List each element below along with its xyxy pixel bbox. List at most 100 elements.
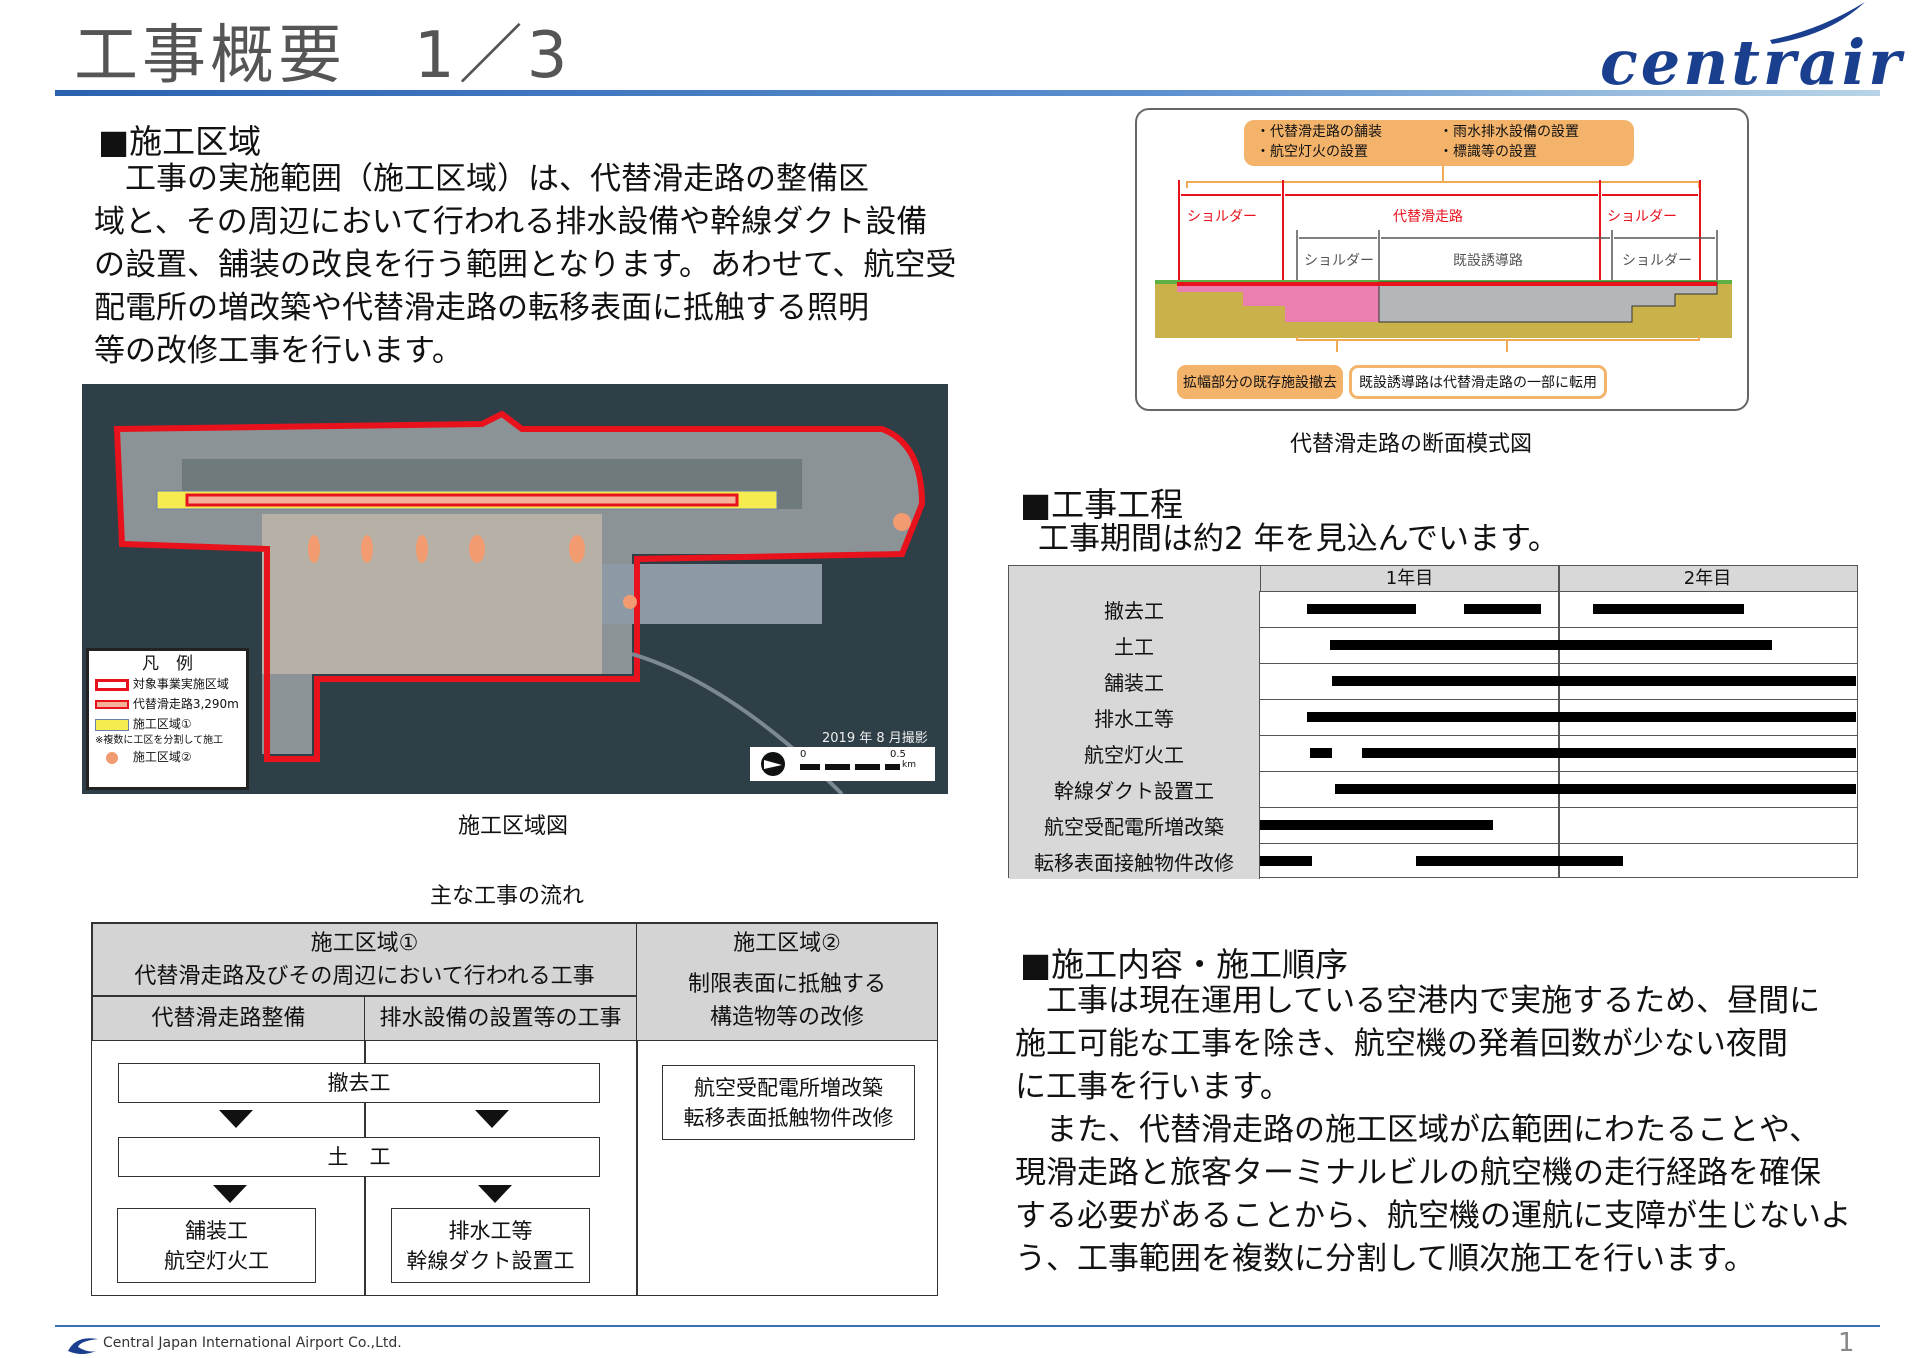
step-drainage-duct: 排水工等幹線ダクト設置工 xyxy=(391,1208,590,1283)
logo-swoosh-icon xyxy=(1770,2,1865,44)
legend-item: 代替滑走路3,290m xyxy=(132,697,239,711)
legend-item: 対象事業実施区域 xyxy=(132,677,229,691)
arrow-down-icon xyxy=(475,1110,509,1128)
task-label: 航空受配電所増改築 xyxy=(1009,807,1260,843)
gantt-bar xyxy=(1309,748,1332,758)
arrow-down-icon xyxy=(219,1110,253,1128)
col-runway-header: 代替滑走路整備 xyxy=(92,996,365,1041)
cross-section-diagram: ・代替滑走路の舗装 ・雨水排水設備の設置 ・航空灯火の設置 ・標識等の設置 ショルダ… xyxy=(1135,108,1749,411)
work-items-box: ・代替滑走路の舗装 ・雨水排水設備の設置 ・航空灯火の設置 ・標識等の設置 xyxy=(1244,120,1634,166)
task-label: 土工 xyxy=(1009,627,1260,663)
section-heading-procedure: ■施工内容・施工順序 xyxy=(1020,945,1349,984)
task-label: 幹線ダクト設置工 xyxy=(1009,771,1260,807)
step-duct: 幹線ダクト設置工 xyxy=(406,1248,575,1273)
scale-zero: 0 xyxy=(800,749,807,760)
gantt-bar xyxy=(1332,676,1856,686)
map-legend: 凡 例 対象事業実施区域 代替滑走路3,290m 施工区域① ※複数に工区を分割… xyxy=(86,648,249,790)
centrair-logo: centrair xyxy=(1600,26,1904,99)
task-label: 撤去工 xyxy=(1009,591,1260,627)
project-area-outline xyxy=(113,410,926,762)
photo-date: 2019 年 8 月撮影 xyxy=(822,731,928,746)
gantt-bar xyxy=(1416,856,1623,866)
flow-title: 主な工事の流れ xyxy=(430,884,585,909)
label-alternate-runway: 代替滑走路 xyxy=(1393,209,1463,225)
scale-bar: 0 0.5 km xyxy=(750,747,935,781)
label-existing-taxiway: 既設誘導路 xyxy=(1453,253,1523,269)
section-heading-construction-area: ■施工区域 xyxy=(98,122,262,161)
task-label: 排水工等 xyxy=(1009,699,1260,735)
legend-item: 施工区域② xyxy=(132,750,192,764)
gantt-bar xyxy=(1260,856,1313,866)
task-label: 転移表面接触物件改修 xyxy=(1009,843,1260,879)
task-label: 航空灯火工 xyxy=(1009,735,1260,771)
step-paving: 舗装工 xyxy=(185,1218,248,1243)
north-arrow-icon xyxy=(761,752,785,776)
label-shoulder-right: ショルダー xyxy=(1607,209,1677,225)
gantt-header xyxy=(1009,566,1857,591)
page-number: 1 xyxy=(1838,1328,1855,1358)
col-drainage-header: 排水設備の設置等の工事 xyxy=(364,996,637,1041)
step-earthwork: 土 工 xyxy=(118,1137,600,1177)
gantt-bar xyxy=(1361,748,1856,758)
step-removal: 撤去工 xyxy=(118,1063,600,1103)
year-header: 2年目 xyxy=(1558,566,1856,591)
zone2-header: 施工区域② 制限表面に抵触する構造物等の改修 xyxy=(636,923,938,1041)
gantt-bar xyxy=(1334,784,1856,794)
schedule-subtitle: 工事期間は約2 年を見込んでいます。 xyxy=(1038,521,1559,557)
task-label: 舗装工 xyxy=(1009,663,1260,699)
legend-note: ※複数に工区を分割して施工 xyxy=(95,735,224,746)
step-paving-lighting: 舗装工航空灯火工 xyxy=(117,1208,316,1283)
gantt-bar xyxy=(1463,604,1541,614)
gantt-bar xyxy=(1260,820,1494,830)
legend-title: 凡 例 xyxy=(142,654,193,674)
zone1-subtitle: 代替滑走路及びその周辺において行われる工事 xyxy=(134,963,595,989)
zone2-subtitle: 構造物等の改修 xyxy=(709,1005,864,1030)
step-lighting: 航空灯火工 xyxy=(164,1248,269,1273)
label-existing-shoulder-right: ショルダー xyxy=(1622,253,1692,269)
scale-max: 0.5 xyxy=(890,749,906,760)
header-divider xyxy=(55,90,1880,96)
diagram-caption: 代替滑走路の断面模式図 xyxy=(1290,432,1533,457)
construction-area-description: 工事の実施範囲（施工区域）は、代替滑走路の整備区 域と、その周辺において行われる… xyxy=(94,161,957,369)
label-shoulder-left: ショルダー xyxy=(1187,209,1257,225)
gantt-bar xyxy=(1592,604,1745,614)
construction-zone-2-dots xyxy=(308,513,911,609)
gantt-bar xyxy=(1307,604,1417,614)
zone1-title: 施工区域① xyxy=(310,930,419,956)
arrow-down-icon xyxy=(478,1185,512,1203)
step-transition-surface: 転移表面抵触物件改修 xyxy=(683,1105,894,1130)
zone1-header: 施工区域① 代替滑走路及びその周辺において行われる工事 xyxy=(92,923,637,996)
procedure-description: 工事は現在運用している空港内で実施するため、昼間に 施工可能な工事を除き、航空機… xyxy=(1015,983,1852,1277)
alternate-runway xyxy=(185,493,739,507)
work-item: ・雨水排水設備の設置 xyxy=(1439,124,1579,140)
arrow-down-icon xyxy=(213,1185,247,1203)
step-drainage: 排水工等 xyxy=(448,1218,533,1243)
legend-swatch-zone2 xyxy=(106,751,118,764)
legend-item: 施工区域① xyxy=(132,717,192,731)
gantt-bar xyxy=(1329,640,1772,650)
step-zone2-works: 航空受配電所増改築転移表面抵触物件改修 xyxy=(662,1065,915,1140)
step-substation: 航空受配電所増改築 xyxy=(694,1075,883,1100)
work-item: ・代替滑走路の舗装 xyxy=(1256,124,1382,140)
footer-divider xyxy=(55,1325,1880,1327)
label-existing-shoulder-left: ショルダー xyxy=(1304,253,1374,269)
note-removal: 拡幅部分の既存施設撤去 xyxy=(1177,365,1343,399)
year-header: 1年目 xyxy=(1260,566,1558,591)
zone2-subtitle: 制限表面に抵触する xyxy=(687,972,886,997)
section-heading-schedule: ■工事工程 xyxy=(1020,485,1184,524)
footer-company: Central Japan International Airport Co.,… xyxy=(103,1335,402,1351)
note-conversion: 既設誘導路は代替滑走路の一部に転用 xyxy=(1349,365,1607,399)
aerial-map: 凡 例 対象事業実施区域 代替滑走路3,290m 施工区域① ※複数に工区を分割… xyxy=(82,384,948,796)
company-logo-icon xyxy=(68,1338,98,1354)
legend-swatch-zone1 xyxy=(95,718,129,731)
zone2-title: 施工区域② xyxy=(733,931,841,956)
page-title: 工事概要 1／3 xyxy=(74,19,572,93)
map-caption: 施工区域図 xyxy=(458,814,569,839)
aerial-photo xyxy=(113,410,926,796)
legend-swatch-runway xyxy=(95,700,129,709)
legend-swatch-project-area xyxy=(95,678,129,691)
work-item: ・標識等の設置 xyxy=(1439,144,1537,160)
work-item: ・航空灯火の設置 xyxy=(1256,144,1368,160)
gantt-bar xyxy=(1307,712,1856,722)
